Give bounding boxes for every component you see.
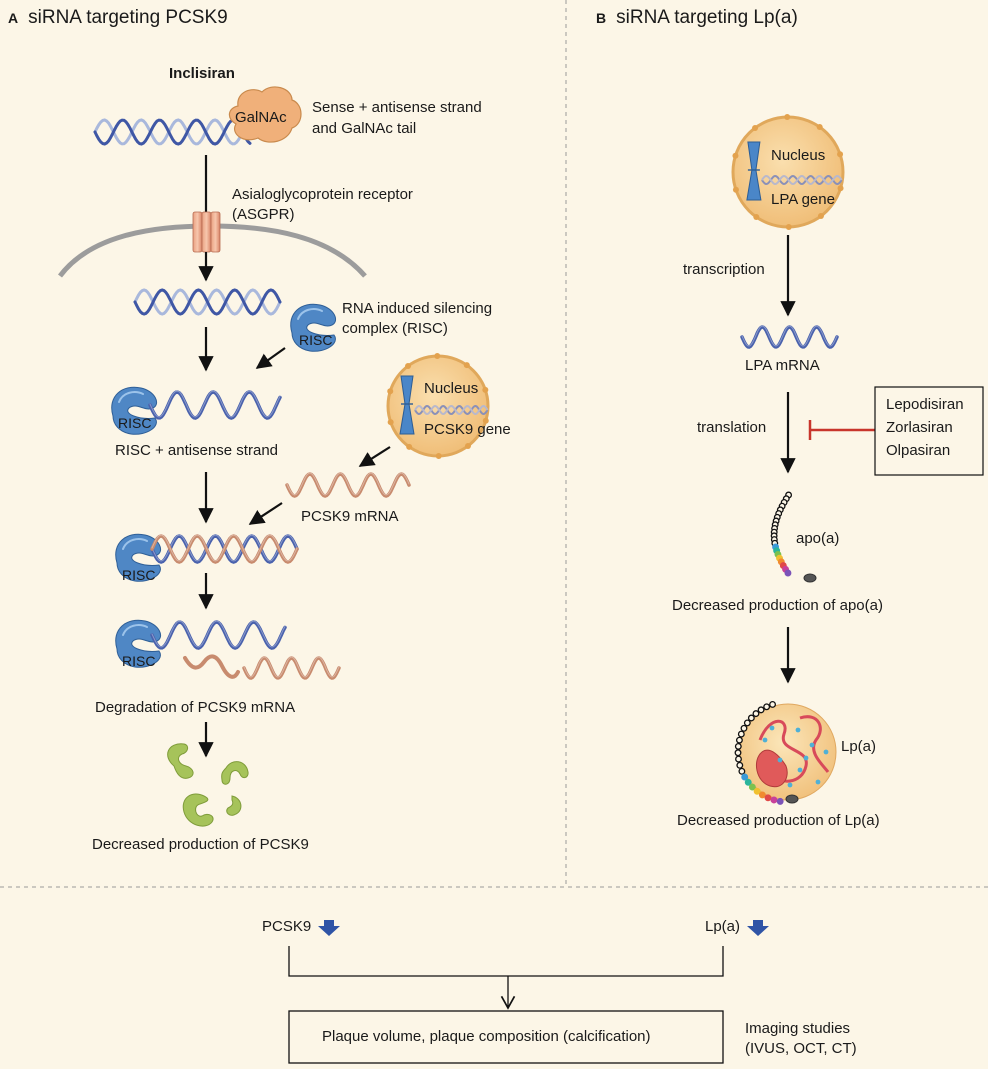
down-arrow-pcsk9 (318, 920, 340, 936)
down-arrow-lpa (747, 920, 769, 936)
apo-bead (738, 767, 746, 775)
bottom-pcsk9-label: PCSK9 (262, 918, 312, 935)
asgpr-receptor (192, 211, 221, 253)
apo-bead (734, 749, 742, 757)
risc-label-degradation: RISC (122, 653, 156, 669)
apo-bead (735, 755, 742, 763)
drug-zorlasiran: Zorlasiran (886, 419, 953, 436)
bottom-lpa-label: Lp(a) (705, 918, 741, 935)
sirna-drugs-box (874, 386, 984, 476)
apo-bead (758, 791, 766, 799)
imaging-line1: Imaging studies (745, 1020, 851, 1037)
panel-a-title-text: siRNA targeting PCSK9 (28, 7, 228, 28)
risc-label-antisense: RISC (118, 415, 152, 431)
drug-lepodisiran: Lepodisiran (886, 396, 964, 413)
risc-mrna-complex (115, 533, 161, 582)
risc-desc-line2: complex (RISC) (342, 320, 448, 337)
panel-b-letter: B (596, 10, 607, 26)
risc-strand-after-cleavage (150, 620, 287, 650)
cleaved-mrna-fragment-1 (183, 654, 240, 679)
apo-a-label: apo(a) (796, 530, 840, 547)
receptor-label-line2: (ASGPR) (232, 206, 295, 223)
decreased-apo-a-label: Decreased production of apo(a) (672, 597, 883, 614)
apo-bead (764, 794, 772, 802)
outcome-text: Plaque volume, plaque composition (calci… (322, 1028, 651, 1045)
apo-bead (747, 714, 755, 722)
apo-bead (740, 724, 748, 732)
apo-bead (737, 730, 745, 738)
decreased-lpa-label: Decreased production of Lp(a) (677, 812, 880, 829)
apo-bead (763, 703, 771, 711)
cleaved-mrna-fragment-2 (242, 656, 341, 680)
lpa-mrna-label: LPA mRNA (745, 357, 820, 374)
apo-bead (769, 700, 776, 708)
apo-bead (757, 706, 765, 714)
arrow-nucleus-to-mrna (358, 446, 391, 467)
lpa-particle (739, 703, 837, 801)
risc-desc-line1: RNA induced silencing (342, 300, 493, 317)
drug-olpasiran: Olpasiran (886, 442, 951, 459)
galnac-blob (228, 86, 302, 143)
nucleus-label-b: Nucleus (771, 147, 826, 164)
lpa-dots (762, 725, 829, 788)
apo-bead (770, 796, 778, 804)
pcsk9-protein-icon (167, 743, 249, 827)
lpa-particle-label: Lp(a) (841, 738, 877, 755)
apo-bead (734, 742, 742, 750)
risc-antisense-label: RISC + antisense strand (115, 442, 279, 459)
risc-label-free: RISC (299, 332, 333, 348)
inclisiran-dsrna (93, 118, 252, 146)
panel-b-title-text: siRNA targeting Lp(a) (616, 7, 798, 28)
outcome-box (288, 1010, 724, 1064)
risc-complex-free (290, 303, 336, 352)
apo-bead (744, 778, 752, 786)
internalized-dsrna (133, 288, 282, 316)
pcsk9-mrna-label: PCSK9 mRNA (301, 508, 399, 525)
apo-bead (735, 736, 743, 744)
arrow-mrna-joins (248, 502, 283, 525)
lpa-gene-label: LPA gene (771, 191, 835, 208)
apo-bead (736, 761, 744, 769)
risc-label-bound: RISC (122, 567, 156, 583)
converging-connector (288, 946, 724, 977)
hybrid-strand-pink (150, 534, 299, 564)
drug-name-inclisiran: Inclisiran (169, 65, 235, 82)
apo-bead (741, 773, 749, 781)
translation-label: translation (697, 419, 767, 436)
degradation-label: Degradation of PCSK9 mRNA (95, 699, 296, 716)
apo-bead (753, 787, 761, 795)
strand-desc-line1: Sense + antisense strand (312, 99, 482, 116)
apo-a-chain (770, 491, 817, 583)
pcsk9-gene-label: PCSK9 gene (424, 421, 511, 438)
antisense-strand (148, 390, 282, 420)
nucleus-pcsk9 (386, 353, 490, 459)
apo-bead (776, 797, 784, 805)
apo-bead (748, 783, 756, 791)
transcription-label: transcription (683, 261, 765, 278)
decreased-pcsk9-label: Decreased production of PCSK9 (92, 836, 309, 853)
nucleus-lpa (731, 114, 845, 230)
panel-a-letter: A (8, 10, 19, 26)
nucleus-label-a: Nucleus (424, 380, 479, 397)
lpa-apo-chain (734, 700, 799, 805)
apo-bead (752, 710, 760, 718)
risc-degradation-complex (115, 619, 161, 668)
apo-bead (784, 569, 792, 577)
arrow-risc-joins (255, 347, 286, 369)
risc-antisense-complex (111, 386, 157, 435)
strand-desc-line2: and GalNAc tail (312, 120, 417, 137)
apo-bead (743, 719, 751, 727)
lpa-mrna (740, 325, 839, 349)
galnac-label: GalNAc (235, 109, 287, 126)
imaging-line2: (IVUS, OCT, CT) (745, 1040, 857, 1057)
receptor-label-line1: Asialoglycoprotein receptor (232, 186, 413, 203)
pcsk9-mrna (285, 472, 411, 498)
